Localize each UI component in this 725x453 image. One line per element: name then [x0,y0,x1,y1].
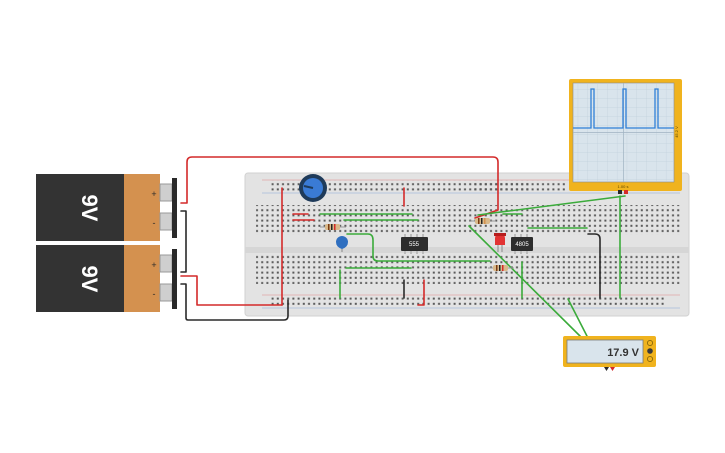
chip-555[interactable]: 555 [401,234,428,254]
oscilloscope-scale-label: 45.2 V [674,126,679,138]
oscilloscope-time-label: 1.00 s [618,184,629,189]
battery-1-minus: - [153,218,156,228]
wire-battery2-to-rail[interactable] [180,275,283,306]
multimeter-reading: 17.9 V [607,347,639,359]
oscilloscope-trace [573,88,674,129]
multimeter-probe-red[interactable] [610,367,615,371]
wire-battery1-to-board[interactable] [180,156,499,219]
battery-2[interactable]: 9V + - [36,245,177,312]
wire-battery-series[interactable] [180,210,187,273]
wire-ground-return[interactable] [180,283,289,321]
resistor-2[interactable] [470,218,496,224]
battery-1-plus: + [151,189,156,199]
breadboard[interactable] [244,172,690,317]
battery-2-minus: - [153,289,156,299]
breadboard-holes [256,180,680,307]
wire-red-bottom[interactable] [417,279,425,306]
multimeter[interactable]: 17.9 V [563,336,656,371]
led[interactable] [494,233,506,252]
wire-green-meter-2[interactable] [567,298,590,341]
probe-icon [618,190,628,194]
battery-1[interactable]: 9V + - [36,174,177,241]
potentiometer-knob-icon [303,185,314,189]
capacitor-icon [336,236,348,249]
potentiometer[interactable] [299,174,327,202]
battery-2-label: 9V [77,266,102,293]
battery-1-label: 9V [77,195,102,222]
multimeter-probe-black[interactable] [604,367,609,371]
wire-green-probe[interactable] [477,195,626,216]
oscilloscope[interactable]: 45.2 V 1.00 s [569,79,682,194]
multimeter-mode-volt[interactable] [647,348,653,354]
wire-green-meter-1[interactable] [468,225,585,341]
wire-black-1[interactable] [587,233,601,299]
multimeter-mode-ohm[interactable] [647,356,653,362]
chip-4805-label: 4805 [515,242,529,248]
chip-555-label: 555 [409,242,420,248]
multimeter-mode-amp[interactable] [647,340,653,346]
battery-2-plus: + [151,260,156,270]
resistor-3[interactable] [488,265,514,271]
wire-green-3[interactable] [346,233,491,262]
chip-4805[interactable]: 4805 [511,234,533,254]
resistor-1[interactable] [320,224,346,230]
breadboard-rail-lines [262,179,680,309]
capacitor[interactable] [336,236,348,252]
